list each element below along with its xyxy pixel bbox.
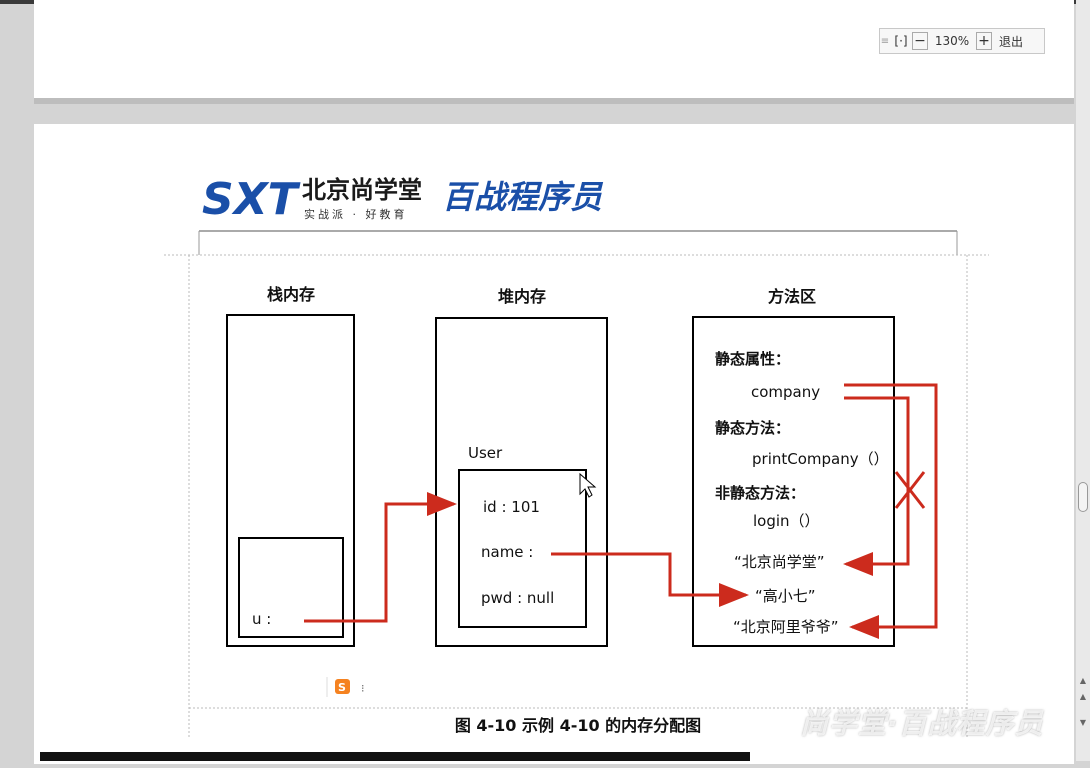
- logo-sxt: SXT: [202, 174, 301, 225]
- mouse-cursor-icon: [579, 472, 597, 498]
- scrollbar-thumb[interactable]: [1078, 482, 1088, 512]
- static-attr-heading: 静态属性：: [715, 350, 790, 368]
- logo-brand: 百战程序员: [442, 178, 604, 216]
- stack-title: 栈内存: [267, 285, 315, 304]
- page-down-icon[interactable]: ▼: [1079, 718, 1087, 727]
- stack-variable-u: u :: [252, 610, 271, 628]
- field-pwd: pwd : null: [481, 589, 554, 607]
- heap-title: 堆内存: [498, 287, 546, 306]
- static-attr-company: company: [751, 383, 820, 401]
- string-literal-1: “北京尚学堂”: [734, 553, 825, 571]
- svg-text:S: S: [338, 681, 346, 694]
- field-id: id : 101: [483, 498, 540, 516]
- static-method-printcompany: printCompany（）: [752, 450, 889, 468]
- page-content: SXT 北京尚学堂 实战派 · 好教育 百战程序员 栈内存 堆内存 方法区 u …: [164, 174, 989, 739]
- exit-button[interactable]: 退出: [998, 34, 1023, 49]
- method-area-title: 方法区: [768, 287, 816, 306]
- stack-frame-box: [238, 537, 344, 638]
- horizontal-scrollbar[interactable]: [40, 752, 750, 761]
- field-name: name :: [481, 543, 533, 561]
- page-gap: [34, 98, 1074, 104]
- zoom-toolbar: ≡ [·] − 130% + 退出: [879, 28, 1045, 54]
- logo-motto: 实战派 · 好教育: [304, 207, 408, 221]
- figure-caption: 图 4-10 示例 4-10 的内存分配图: [455, 716, 701, 735]
- object-label: User: [468, 444, 503, 462]
- scroll-up-arrow-icon[interactable]: ▲: [1079, 676, 1087, 685]
- watermark: 尚学堂·百战程序员: [800, 707, 1044, 740]
- user-object-box: [458, 469, 587, 628]
- zoom-out-button[interactable]: −: [912, 32, 928, 50]
- drag-grip-icon[interactable]: ≡: [880, 35, 890, 47]
- arrow-company-to-bjsxt: [843, 396, 910, 576]
- svg-text:⁝: ⁝: [361, 682, 365, 695]
- logo: SXT 北京尚学堂 实战派 · 好教育 百战程序员: [202, 174, 604, 225]
- heap-memory-box: [435, 317, 608, 647]
- zoom-level: 130%: [934, 34, 970, 48]
- static-method-heading: 静态方法：: [715, 419, 790, 437]
- logo-school-name: 北京尚学堂: [302, 176, 422, 204]
- document-page: SXT 北京尚学堂 实战派 · 好教育 百战程序员 栈内存 堆内存 方法区 u …: [34, 124, 1074, 764]
- reference-arrows: [304, 383, 938, 639]
- instance-method-heading: 非静态方法：: [715, 484, 805, 502]
- string-literal-3: “北京阿里爷爷”: [733, 618, 839, 636]
- string-literal-2: “高小七”: [755, 587, 816, 605]
- vertical-scrollbar[interactable]: [1076, 0, 1090, 761]
- arrow-company-to-alibaba: [844, 383, 938, 639]
- zoom-in-button[interactable]: +: [976, 32, 992, 50]
- method-area-box: [692, 316, 895, 647]
- arrow-name-to-gaoxiaoqi: [551, 552, 749, 607]
- arrow-u-to-user: [304, 492, 457, 623]
- cross-mark: [894, 471, 926, 509]
- page-up-icon[interactable]: ▲: [1079, 692, 1087, 701]
- instance-method-login: login（）: [753, 512, 820, 530]
- sogou-input-icon[interactable]: S ⁝: [326, 677, 365, 697]
- fit-screen-icon[interactable]: [·]: [894, 34, 908, 48]
- stack-memory-box: [226, 314, 355, 647]
